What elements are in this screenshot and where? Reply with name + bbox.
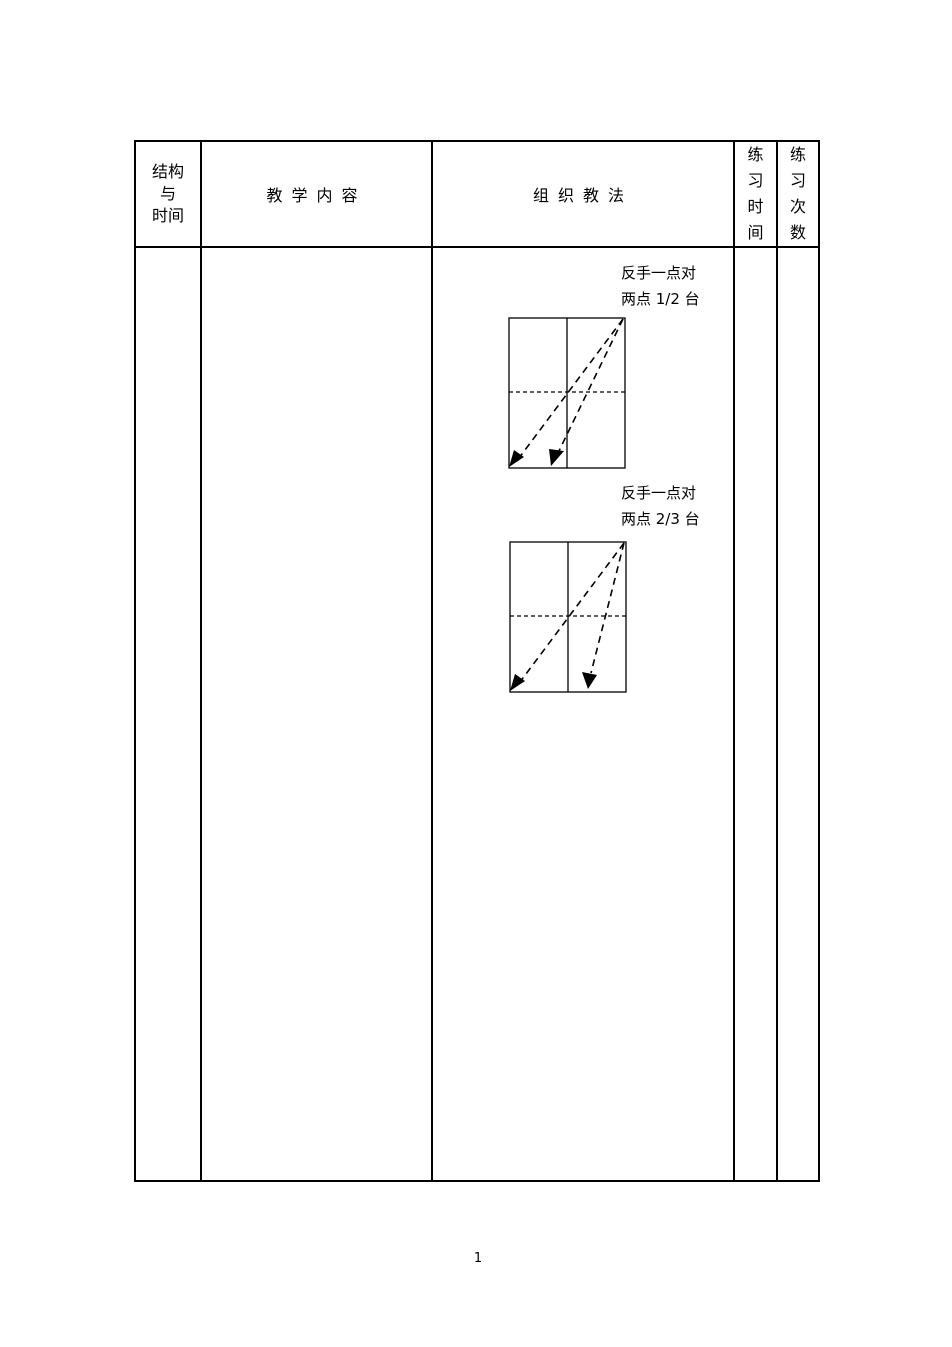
header-structure-time-line: 与 — [159, 184, 176, 203]
drill-caption-line: 两点 2/3 台 — [621, 510, 700, 528]
header-practice-count: 练 习 次 数 — [776, 140, 820, 248]
arrow-head — [582, 672, 597, 689]
practice-time-cell — [733, 246, 778, 1182]
drill-caption-line: 两点 1/2 台 — [621, 290, 700, 308]
arrow-head — [549, 449, 564, 466]
header-content-label: 教学内容 — [266, 186, 367, 205]
drill-caption-line: 反手一点对 — [621, 264, 697, 282]
body-row: 反手一点对 两点 1/2 台 反手一点对 两点 2/3 台 — [134, 246, 820, 1182]
drill-caption-line: 反手一点对 — [621, 484, 697, 502]
header-structure-time: 结构 与 时间 — [134, 140, 202, 248]
drill-caption: 反手一点对 两点 2/3 台 — [621, 480, 700, 532]
method-cell: 反手一点对 两点 1/2 台 反手一点对 两点 2/3 台 — [431, 246, 735, 1182]
structure-time-cell — [134, 246, 202, 1182]
header-method-label: 组织教法 — [532, 186, 633, 205]
table-tennis-diagram — [509, 541, 627, 693]
header-row: 结构 与 时间 教学内容 组织教法 练 习 时 间 — [134, 140, 820, 248]
ball-path-dashed — [518, 318, 624, 459]
header-structure-time-line: 结构 — [151, 162, 184, 181]
ball-path-dashed — [557, 318, 624, 454]
arrow-head — [510, 674, 525, 691]
drill-caption: 反手一点对 两点 1/2 台 — [621, 260, 700, 312]
header-practice-time: 练 习 时 间 — [733, 140, 778, 248]
page-number: 1 — [473, 1251, 483, 1266]
arrow-head — [509, 450, 524, 467]
lesson-plan-table: 结构 与 时间 教学内容 组织教法 练 习 时 间 — [134, 140, 820, 1182]
header-method: 组织教法 — [431, 140, 735, 248]
ball-path-dashed — [590, 542, 625, 674]
header-practice-count-char: 练 — [789, 145, 806, 164]
header-structure-time-line: 时间 — [151, 206, 184, 225]
ball-path-dashed — [519, 542, 625, 683]
header-practice-count-char: 次 — [789, 197, 806, 216]
header-practice-count-char: 习 — [789, 171, 806, 190]
header-practice-time-char: 练 — [747, 145, 764, 164]
header-practice-time-char: 习 — [747, 171, 764, 190]
header-practice-time-char: 间 — [747, 223, 764, 242]
table-tennis-diagram — [508, 317, 626, 469]
header-content: 教学内容 — [200, 140, 433, 248]
header-practice-count-char: 数 — [789, 223, 806, 242]
header-practice-time-char: 时 — [747, 197, 764, 216]
content-cell — [200, 246, 433, 1182]
practice-count-cell — [776, 246, 820, 1182]
